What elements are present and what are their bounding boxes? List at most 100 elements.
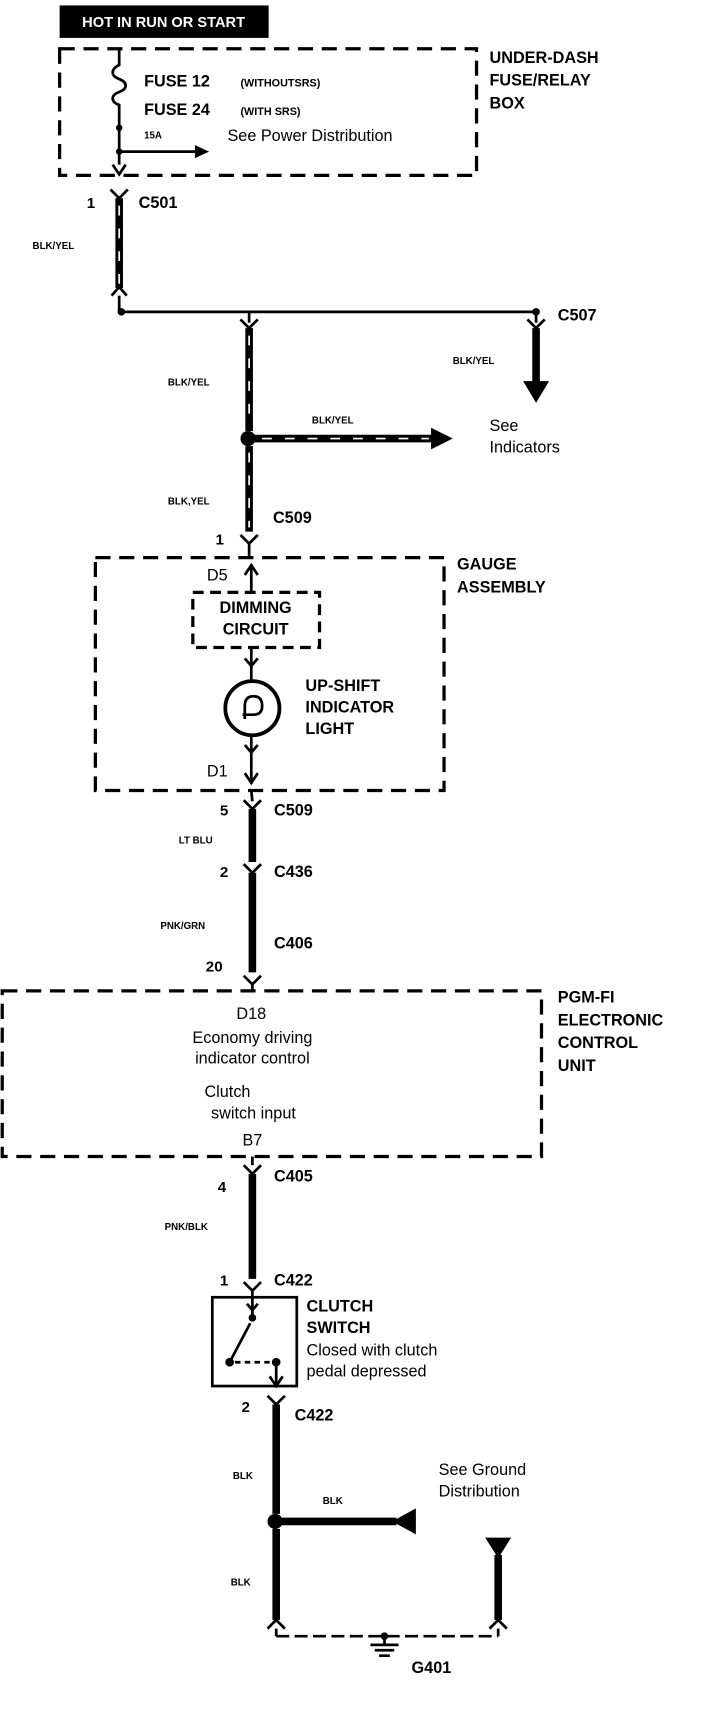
indicators-arrow-icon: [431, 427, 453, 450]
connector-c406-pin: 20: [206, 958, 223, 975]
fuse-a-label: FUSE 12: [144, 73, 210, 91]
indicators-reference-line-1: See: [490, 417, 519, 435]
fuse-box-outline: [58, 47, 479, 178]
indicators-reference-line-2: Indicators: [490, 439, 560, 457]
wire-to-indicators-color: BLK/YEL: [312, 415, 354, 426]
branch-arrow-icon: [523, 381, 550, 403]
connector-c406-name: C406: [274, 935, 313, 953]
ecu-pin-b7: B7: [242, 1132, 262, 1150]
gauge-pin-d1: D1: [207, 762, 228, 780]
connector-c422-bottom-symbol: [266, 1394, 286, 1407]
connector-c436-symbol: [242, 863, 262, 875]
d5-arrow-icon: [243, 562, 259, 576]
wire-c436-to-ecu-color: PNK/GRN: [160, 921, 205, 932]
fuse-symbol: [111, 48, 128, 165]
connector-c509-bottom-name: C509: [274, 801, 313, 819]
ground-icon: [370, 1636, 399, 1658]
fuse-box-name-line-2: FUSE/RELAY: [490, 72, 592, 90]
connector-c422-top-pin: 1: [220, 1272, 228, 1289]
fuse-rating: 15A: [144, 131, 162, 142]
under-dash-fuse-box: FUSE 12 (WITHOUTSRS) FUSE 24 (WITH SRS) …: [58, 47, 599, 178]
connector-c422-bottom-name: C422: [295, 1407, 334, 1425]
connector-c509-top-pin: 1: [216, 532, 224, 549]
upshift-light-line-2: INDICATOR: [305, 699, 394, 717]
connector-c406-symbol: [242, 974, 262, 987]
wire-c501-segment: 1 C501 BLK/YEL: [33, 188, 178, 312]
wire-to-gauge-branch: BLK/YEL BLK/YEL See Indicators BLK,YEL C…: [168, 311, 560, 558]
wire-switch-to-ground: 2 C422 BLK BLK See Ground Distribution B…: [231, 1394, 527, 1677]
ground-reference-line-1: See Ground: [439, 1461, 527, 1479]
ecu-outline: [0, 989, 544, 1159]
wire-fuse-to-c501-color: BLK/YEL: [33, 241, 75, 252]
connector-c405-pin: 4: [218, 1179, 227, 1196]
ground-splice-dot: [267, 1513, 283, 1529]
connector-c422-bottom-pin: 2: [242, 1399, 250, 1416]
dimming-circuit-line-1: DIMMING: [220, 599, 292, 617]
power-distribution-arrow-icon: [194, 145, 210, 159]
connector-c501-symbol: [109, 188, 129, 201]
switch-output-arrow-icon: [268, 1375, 284, 1389]
splice-dot-left: [117, 308, 126, 316]
switch-pivot-contact: [225, 1357, 234, 1367]
ecu-name-line-3: CONTROL: [558, 1034, 638, 1052]
splice-c507: C507: [117, 307, 597, 325]
connector-c436-name: C436: [274, 863, 313, 881]
wire-to-gauge-color: BLK,YEL: [168, 497, 210, 508]
ecu-b7-function-line-1: Clutch: [204, 1083, 250, 1101]
clutch-switch: CLUTCH SWITCH Closed with clutch pedal d…: [210, 1295, 438, 1389]
switch-top-connector: [245, 1302, 259, 1313]
connector-c501-pin: 1: [87, 195, 95, 212]
ecu-d18-function-line-2: indicator control: [195, 1049, 310, 1067]
ground-wire-end-right: [488, 1618, 508, 1630]
ecu-d18-function-line-1: Economy driving: [192, 1029, 312, 1047]
fuse-b-label: FUSE 24: [144, 101, 210, 119]
bulb-to-d1-connector: [243, 744, 259, 755]
connector-c509-bottom-pin: 5: [220, 802, 228, 819]
bulb-icon: [223, 679, 282, 738]
gauge-assembly: GAUGE ASSEMBLY D5 DIMMING CIRCUIT D1 UP-…: [93, 556, 546, 793]
fuse-box-name-line-3: BOX: [490, 94, 525, 112]
connector-c509-top-name: C509: [273, 509, 312, 527]
connector-c501-name: C501: [139, 194, 178, 212]
ecu-b7-function-line-2: switch input: [211, 1105, 296, 1123]
ground-wire-end-left: [266, 1618, 286, 1630]
connector-c422-top-name: C422: [274, 1271, 313, 1289]
wire-switch-to-splice-color: BLK: [233, 1471, 253, 1482]
wire-c507-branch: BLK/YEL: [453, 311, 550, 403]
connector-c405-name: C405: [274, 1167, 313, 1185]
clutch-switch-name-line-2: SWITCH: [307, 1319, 371, 1337]
upshift-light-line-1: UP-SHIFT: [305, 677, 380, 695]
wire-gauge-to-ecu: 5 C509 LT BLU 2 C436 PNK/GRN C406 20: [160, 790, 313, 991]
ground-g401-name: G401: [412, 1659, 452, 1677]
clutch-switch-note-line-1: Closed with clutch: [307, 1342, 438, 1360]
splice-c507-name: C507: [558, 307, 597, 325]
wire-gauge-to-c436-color: LT BLU: [179, 836, 213, 847]
badge-label: HOT IN RUN OR START: [82, 15, 245, 31]
gauge-assembly-outline: [93, 556, 446, 793]
badge-background: [59, 5, 269, 38]
upshift-light-line-3: LIGHT: [305, 720, 354, 738]
clutch-switch-note-line-2: pedal depressed: [307, 1362, 427, 1380]
ground-branch-arrow-icon: [392, 1508, 416, 1535]
dimming-to-bulb-connector: [243, 657, 259, 669]
wire-to-splice-color: BLK/YEL: [168, 377, 210, 388]
wire-c507-branch-color: BLK/YEL: [453, 356, 495, 367]
connector-c509-bottom-symbol: [242, 799, 262, 811]
pgm-fi-ecu: D18 Economy driving indicator control Cl…: [0, 989, 664, 1159]
wire-c501-end: [110, 284, 128, 297]
indicator-splice-dot: [240, 430, 256, 447]
connector-c405-symbol: [242, 1164, 262, 1176]
bulb-filament-icon: [242, 694, 264, 720]
ground-reference-line-2: Distribution: [439, 1483, 520, 1501]
ecu-name-line-4: UNIT: [558, 1057, 596, 1075]
clutch-switch-outline: [210, 1295, 299, 1388]
fuse-box-name-line-1: UNDER-DASH: [490, 49, 599, 67]
wire-splice-to-ground-color: BLK: [231, 1577, 251, 1588]
ecu-name-line-2: ELECTRONIC: [558, 1011, 664, 1029]
connector-c436-pin: 2: [220, 864, 228, 881]
d1-arrow-icon: [243, 772, 259, 786]
wire-ecu-to-switch: C405 4 PNK/BLK 1 C422: [165, 1156, 313, 1298]
gauge-pin-d5: D5: [207, 566, 228, 584]
fuse-b-note: (WITH SRS): [240, 106, 300, 118]
